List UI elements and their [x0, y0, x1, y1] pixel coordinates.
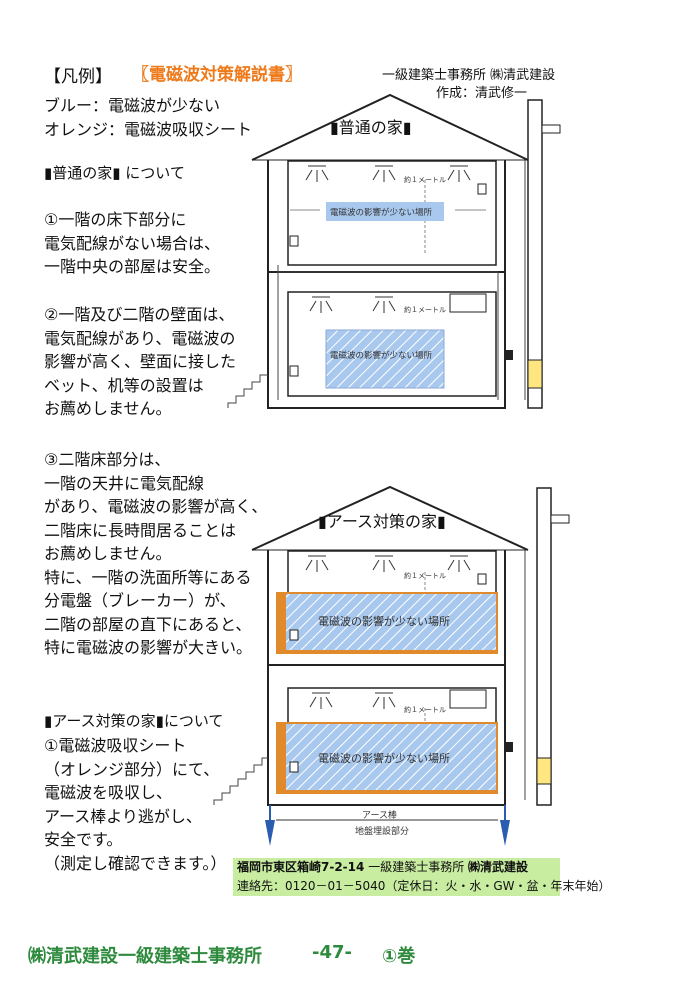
paragraph-line: 電気配線があり、電磁波の [44, 328, 236, 348]
paragraph-line: 安全です。 [44, 830, 123, 849]
normal-house-label: ▮普通の家▮ [330, 118, 412, 137]
paragraph-line: 電気配線がない場合は、 [44, 233, 221, 253]
author: 作成：清武修一 [436, 86, 528, 101]
paragraph-line: ②一階及び二階の壁面は、 [44, 305, 235, 324]
paragraph-line: お薦めしません。 [44, 544, 172, 563]
paragraph-line: 一階中央の部屋は安全。 [44, 257, 221, 276]
buried-section-label: 地盤埋設部分 [355, 825, 409, 837]
paragraph-line: （測定し確認できます。） [44, 853, 227, 873]
distance-label: 約１メートル [404, 705, 446, 714]
safe-zone-label: 電磁波の影響が少ない場所 [330, 350, 433, 361]
paragraph-2: ②一階及び二階の壁面は、 電気配線があり、電磁波の 影響が高く、壁面に接した ベ… [44, 303, 236, 421]
contact-address: 福岡市東区箱崎7-2-14 [237, 860, 365, 874]
footer-company: ㈱清武建設一級建築士事務所 [28, 946, 262, 967]
paragraph-line: ①一階の床下部分に [44, 210, 187, 229]
legend-blue: ブルー：電磁波が少ない [44, 96, 221, 115]
distance-label: 約１メートル [404, 175, 446, 184]
paragraph-line: 二階床に長時間居ることは [44, 520, 237, 540]
earth-rod-label: アース棒 [362, 809, 397, 821]
paragraph-line: ①電磁波吸収シート [44, 736, 187, 755]
earth-paragraph: ①電磁波吸収シート （オレンジ部分）にて、 電磁波を吸収し、 アース棒より逃がし… [44, 734, 226, 875]
safe-zone-label: 電磁波の影響が少ない場所 [330, 207, 433, 218]
paragraph-line: 電磁波を吸収し、 [44, 783, 173, 802]
paragraph-line: アース棒より逃がし、 [44, 806, 202, 826]
contact-address-line: 福岡市東区箱崎7-2-14 一級建築士事務所 ㈱清武建設 [237, 858, 560, 877]
contact-box: 福岡市東区箱崎7-2-14 一級建築士事務所 ㈱清武建設 連絡先：0120－01… [233, 858, 611, 896]
distance-label: 約１メートル [404, 571, 446, 580]
legend-orange: オレンジ：電磁波吸収シート [44, 120, 253, 139]
safe-zone-label: 電磁波の影響が少ない場所 [318, 751, 450, 765]
paragraph-line: （オレンジ部分）にて、 [44, 759, 220, 779]
earth-house-diagram [213, 485, 570, 846]
contact-company: ㈱清武建設 [468, 860, 529, 874]
paragraph-line: 特に、一階の洗面所等にある [44, 567, 252, 587]
paragraph-line: 二階の部屋の直下にあると、 [44, 614, 252, 634]
safe-zone-label: 電磁波の影響が少ない場所 [318, 614, 450, 628]
contact-phone: 連絡先：0120－01－5040（定休日：火・水・GW・盆・年末年始） [237, 879, 611, 893]
paragraph-line: 分電盤（ブレーカー）が、 [44, 591, 236, 610]
paragraph-line: 一階の天井に電気配線 [44, 473, 205, 493]
paragraph-3: ③二階床部分は、 一階の天井に電気配線 があり、電磁波の影響が高く、 二階床に長… [44, 448, 267, 660]
contact-office: 一級建築士事務所 [368, 860, 465, 874]
paragraph-line: があり、電磁波の影響が高く、 [44, 497, 268, 516]
normal-house-diagram [227, 93, 561, 409]
paragraph-line: ③二階床部分は、 [44, 450, 171, 469]
section-normal-heading: ▮普通の家▮ について [44, 164, 185, 182]
volume-label: ①巻 [382, 946, 416, 967]
paragraph-line: お薦めしません。 [44, 399, 172, 418]
paragraph-line: 特に電磁波の影響が大きい。 [44, 638, 253, 657]
paragraph-line: ベット、机等の設置は [44, 375, 204, 395]
section-earth-heading: ▮アース対策の家▮について [44, 712, 224, 730]
distance-label: 約１メートル [404, 305, 446, 314]
paragraph-line: 影響が高く、壁面に接した [44, 352, 237, 371]
company-name: 一級建築士事務所 ㈱清武建設 [382, 68, 556, 83]
legend-title: 【凡例】 [44, 67, 112, 87]
document-title: 〖電磁波対策解説書〗 [132, 65, 302, 85]
paragraph-1: ①一階の床下部分に 電気配線がない場合は、 一階中央の部屋は安全。 [44, 208, 220, 279]
earth-house-label: ▮アース対策の家▮ [318, 512, 446, 531]
page-number: -47- [312, 942, 352, 963]
